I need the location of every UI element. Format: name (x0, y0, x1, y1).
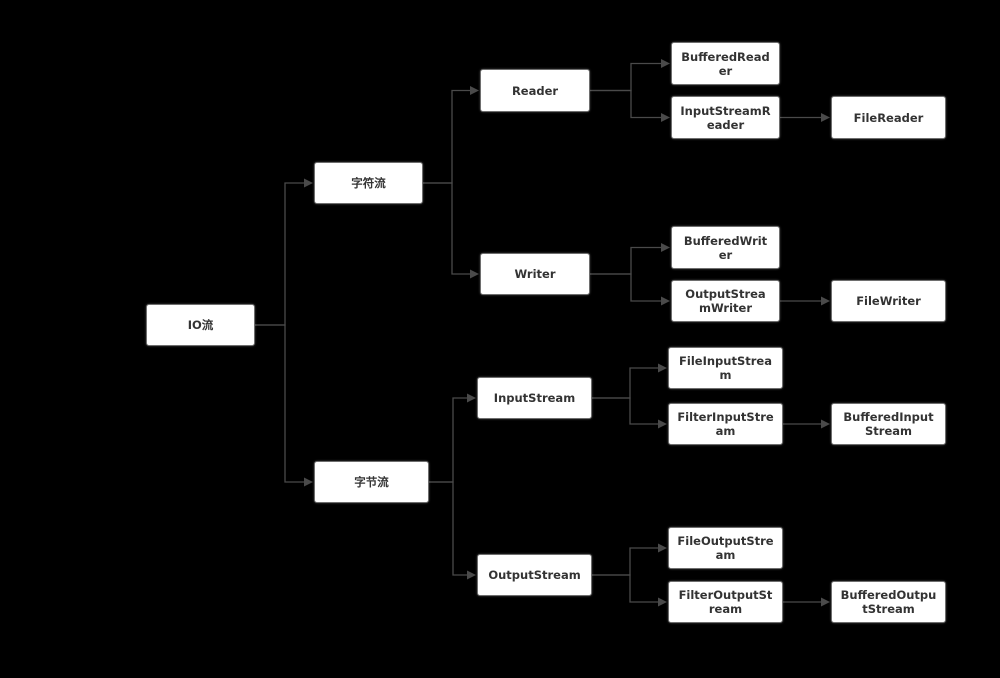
node-file-reader-label: FileReader (853, 110, 924, 125)
node-output-stream-label: OutputStream (488, 568, 581, 582)
arrowhead-icon (661, 243, 670, 252)
arrowhead-icon (304, 178, 313, 188)
arrowhead-icon (821, 419, 830, 429)
connector-writer-to-output_stream_writer (590, 273, 661, 302)
node-file-input-stream-label: FileInputStream (679, 354, 772, 382)
arrowhead-icon (658, 419, 667, 429)
node-input-stream: InputStream (477, 377, 592, 419)
connector-reader-to-buffered_reader (590, 62, 661, 92)
connector-reader-to-input_stream_reader (590, 89, 661, 119)
arrowhead-icon (467, 393, 476, 403)
node-input-stream-reader-label: InputStreamReader (680, 103, 771, 132)
node-byte-stream-label: 字节流 (354, 475, 389, 489)
node-filter-input-stream: FilterInputStream (668, 403, 783, 445)
arrowhead-icon (658, 597, 667, 607)
connector-io-to-byte_stream (255, 324, 304, 483)
node-char-stream: 字符流 (314, 162, 423, 204)
node-file-output-stream-label: FileOutputStream (677, 534, 774, 562)
connector-writer-to-buffered_writer (590, 246, 661, 275)
node-writer-label: Writer (514, 267, 556, 281)
node-buffered-writer: BufferedWriter (671, 226, 780, 269)
node-output-stream-writer-label: OutputStreamWriter (685, 287, 766, 315)
arrowhead-icon (821, 296, 830, 306)
arrowhead-icon (661, 113, 670, 122)
node-buffered-input-stream: BufferedInputStream (831, 403, 946, 445)
node-char-stream-label: 字符流 (351, 176, 386, 190)
node-file-input-stream: FileInputStream (668, 347, 783, 389)
node-io-label: IO流 (187, 318, 214, 332)
node-filter-input-stream-label: FilterInputStream (677, 410, 774, 438)
arrowhead-icon (470, 269, 479, 279)
connector-byte_stream-to-output_stream (429, 481, 467, 576)
arrowhead-icon (821, 597, 830, 607)
arrowhead-icon (304, 477, 313, 487)
node-file-writer-label: FileWriter (856, 294, 921, 308)
arrowhead-icon (470, 86, 479, 95)
node-input-stream-label: InputStream (493, 391, 576, 405)
node-file-writer: FileWriter (831, 280, 946, 322)
connector-char_stream-to-reader (423, 89, 470, 184)
node-filter-output-stream: FilterOutputStream (668, 581, 783, 623)
connector-char_stream-to-writer (423, 182, 470, 275)
connector-output_stream-to-file_output_stream (592, 547, 658, 576)
node-writer: Writer (480, 253, 590, 295)
connector-input_stream-to-filter_input_stream (592, 397, 658, 425)
node-byte-stream: 字节流 (314, 461, 429, 503)
node-reader: Reader (480, 69, 590, 112)
node-buffered-reader-label: BufferedReader (681, 49, 770, 78)
connector-output_stream-to-filter_output_stream (592, 574, 658, 603)
arrowhead-icon (658, 543, 667, 553)
node-file-output-stream: FileOutputStream (668, 527, 783, 569)
connector-input_stream-to-file_input_stream (592, 367, 658, 399)
node-filter-output-stream-label: FilterOutputStream (678, 588, 773, 616)
node-buffered-writer-label: BufferedWriter (683, 233, 768, 262)
node-input-stream-reader: InputStreamReader (671, 96, 780, 139)
node-buffered-input-stream-label: BufferedInputStream (843, 410, 934, 438)
arrowhead-icon (821, 113, 830, 122)
connector-byte_stream-to-input_stream (429, 397, 467, 483)
node-buffered-output-stream: BufferedOutputStream (831, 581, 946, 623)
arrowhead-icon (467, 570, 476, 580)
node-file-reader: FileReader (831, 96, 946, 139)
arrowhead-icon (661, 59, 670, 68)
node-buffered-output-stream-label: BufferedOutputStream (840, 588, 937, 616)
node-output-stream: OutputStream (477, 554, 592, 596)
connector-io-to-char_stream (255, 182, 304, 326)
arrowhead-icon (661, 296, 670, 306)
arrowhead-icon (658, 363, 667, 373)
node-io: IO流 (146, 304, 255, 346)
node-buffered-reader: BufferedReader (671, 42, 780, 85)
node-reader-label: Reader (511, 83, 559, 98)
node-output-stream-writer: OutputStreamWriter (671, 280, 780, 322)
